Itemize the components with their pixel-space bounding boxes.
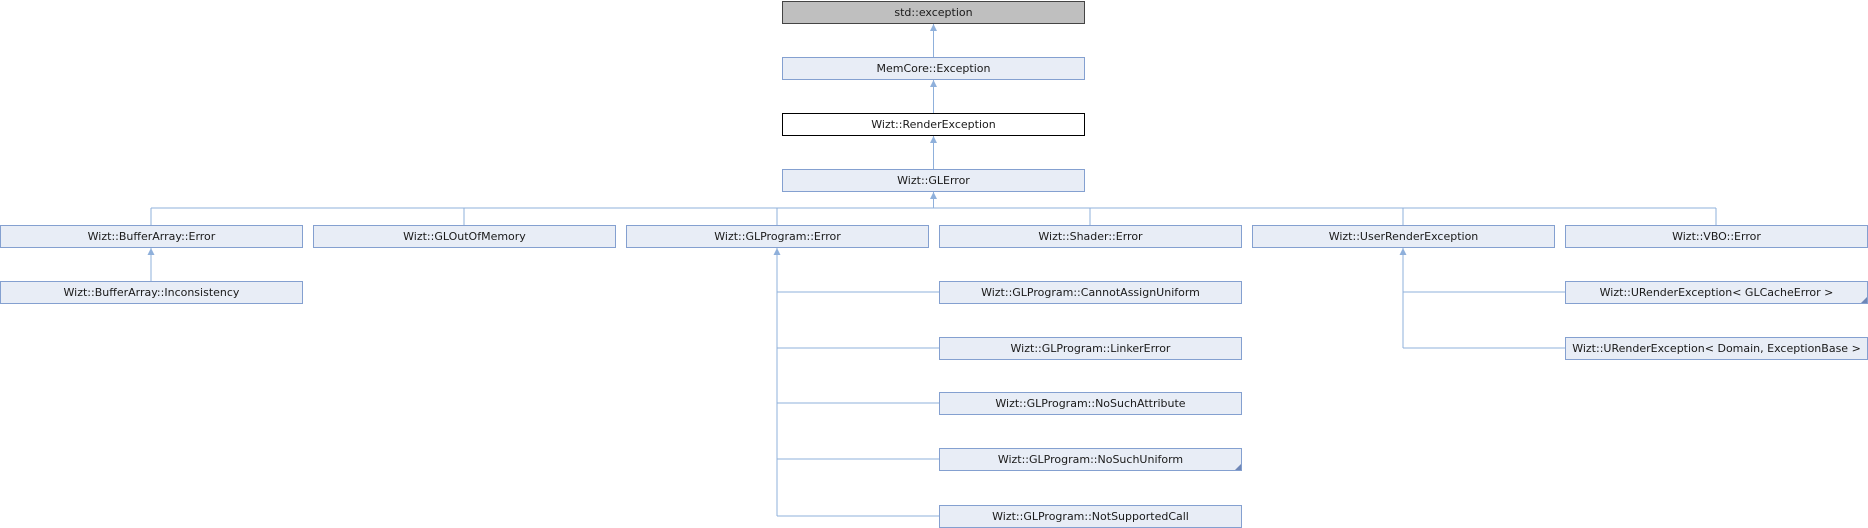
node-gl-error[interactable]: Wizt::GLError	[782, 169, 1085, 192]
node-no-such-attribute[interactable]: Wizt::GLProgram::NoSuchAttribute	[939, 392, 1242, 415]
node-render-exception: Wizt::RenderException	[782, 113, 1085, 136]
node-memcore-exception[interactable]: MemCore::Exception	[782, 57, 1085, 80]
node-gl-out-of-memory[interactable]: Wizt::GLOutOfMemory	[313, 225, 616, 248]
node-vbo-error[interactable]: Wizt::VBO::Error	[1565, 225, 1868, 248]
node-urender-glcache-label: Wizt::URenderException< GLCacheError >	[1599, 286, 1834, 299]
node-user-render-exception[interactable]: Wizt::UserRenderException	[1252, 225, 1555, 248]
node-not-supported-call[interactable]: Wizt::GLProgram::NotSupportedCall	[939, 505, 1242, 528]
node-urender-glcache[interactable]: Wizt::URenderException< GLCacheError >	[1565, 281, 1868, 304]
node-std-exception: std::exception	[782, 1, 1085, 24]
node-linker-error[interactable]: Wizt::GLProgram::LinkerError	[939, 337, 1242, 360]
fold-corner-icon	[1861, 297, 1867, 303]
fold-corner-icon	[1235, 464, 1241, 470]
node-bufferarray-error[interactable]: Wizt::BufferArray::Error	[0, 225, 303, 248]
node-cannot-assign-uniform[interactable]: Wizt::GLProgram::CannotAssignUniform	[939, 281, 1242, 304]
node-urender-domain[interactable]: Wizt::URenderException< Domain, Exceptio…	[1565, 337, 1868, 360]
node-no-such-uniform[interactable]: Wizt::GLProgram::NoSuchUniform	[939, 448, 1242, 471]
node-glprogram-error[interactable]: Wizt::GLProgram::Error	[626, 225, 929, 248]
node-no-such-uniform-label: Wizt::GLProgram::NoSuchUniform	[997, 453, 1184, 466]
node-shader-error[interactable]: Wizt::Shader::Error	[939, 225, 1242, 248]
node-bufferarray-inconsistency[interactable]: Wizt::BufferArray::Inconsistency	[0, 281, 303, 304]
